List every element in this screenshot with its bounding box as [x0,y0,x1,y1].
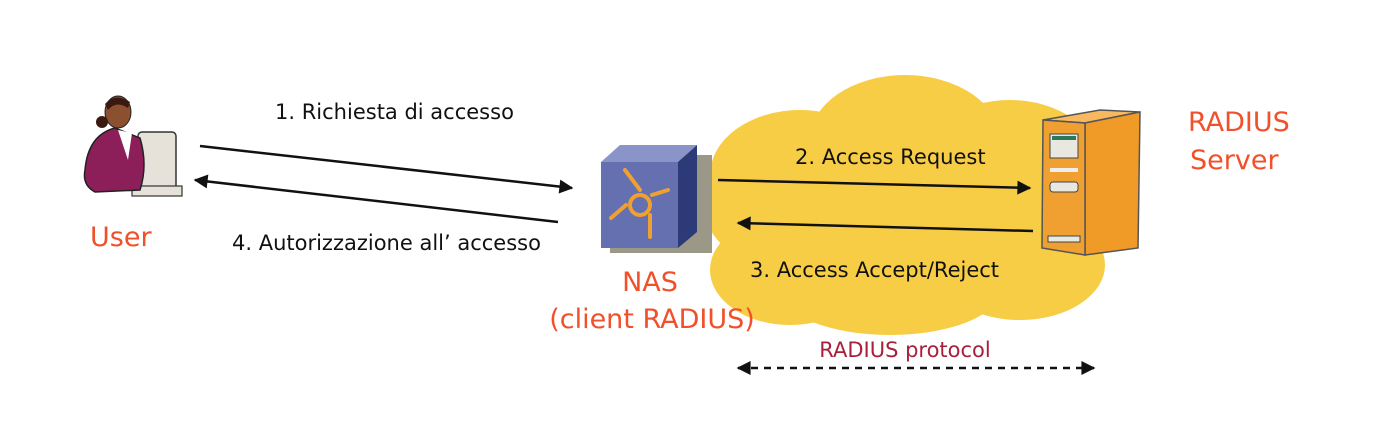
server-tower-icon [1041,109,1141,256]
router-cube-icon [601,145,712,253]
step3-label: 3. Access Accept/Reject [750,258,999,282]
step2-label: 2. Access Request [795,145,986,169]
arrow-step3 [736,216,1034,233]
server-label-line1: RADIUS [1188,107,1290,138]
protocol-label: RADIUS protocol [819,338,991,362]
user-label: User [90,222,152,253]
nas-sublabel: (client RADIUS) [549,304,755,335]
network-cloud [705,75,1105,335]
arrow-step1 [199,144,574,194]
arrow-step2 [717,178,1032,195]
server-label-line2: Server [1190,145,1279,176]
nas-label: NAS [622,267,678,298]
user-at-computer-icon [83,95,183,197]
arrow-step4 [193,174,559,224]
step4-label: 4. Autorizzazione all’ accesso [232,231,541,255]
step1-label: 1. Richiesta di accesso [275,100,514,124]
